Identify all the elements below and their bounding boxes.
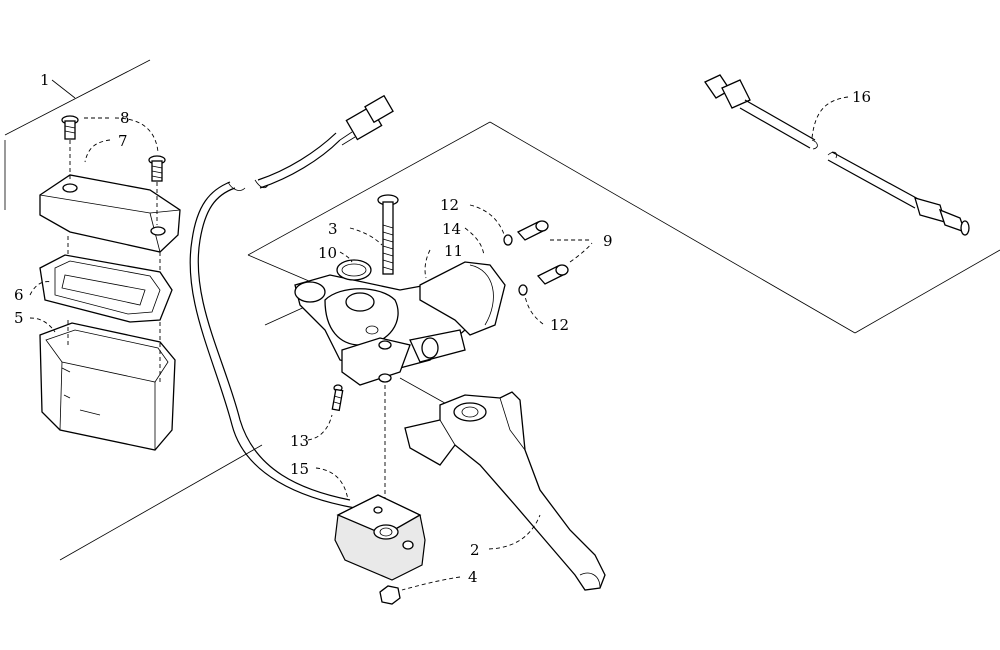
callout-2: 2 [470, 541, 480, 559]
callout-5: 5 [14, 309, 24, 327]
pivot-bolt [377, 194, 399, 500]
callout-12-lower: 12 [550, 316, 569, 334]
callout-9: 9 [603, 232, 613, 250]
cover-screw-left [61, 115, 79, 182]
switch-screw [331, 384, 344, 412]
callout-15: 15 [290, 460, 309, 478]
reservoir-housing [39, 320, 176, 451]
callout-8: 8 [120, 109, 130, 127]
callout-13: 13 [290, 432, 309, 450]
leader-lines [29, 79, 849, 591]
callout-labels: 1 2 3 4 5 6 7 8 9 10 11 12 12 13 14 15 1… [14, 71, 871, 586]
housing-screw-lower [518, 264, 569, 296]
assembly-frame-left [4, 59, 263, 561]
diaphragm-gasket [39, 236, 173, 323]
callout-11: 11 [444, 242, 463, 260]
o-ring [336, 259, 372, 281]
callout-3: 3 [328, 220, 338, 238]
throttle-cable [704, 74, 970, 236]
callout-14: 14 [442, 220, 461, 238]
switch-wire-harness [189, 94, 394, 509]
callout-16: 16 [852, 88, 871, 106]
callout-6: 6 [14, 286, 24, 304]
callout-7: 7 [118, 132, 128, 150]
brake-lever [404, 391, 606, 591]
cover-screw-right [148, 155, 166, 225]
brake-switch [334, 494, 426, 581]
callout-12-upper: 12 [440, 196, 459, 214]
reservoir-cover [39, 174, 181, 253]
lever-housing [294, 261, 506, 386]
housing-screw-upper [503, 220, 549, 246]
nut [379, 585, 401, 605]
callout-10: 10 [318, 244, 337, 262]
callout-4: 4 [468, 568, 478, 586]
callout-1: 1 [40, 71, 50, 89]
